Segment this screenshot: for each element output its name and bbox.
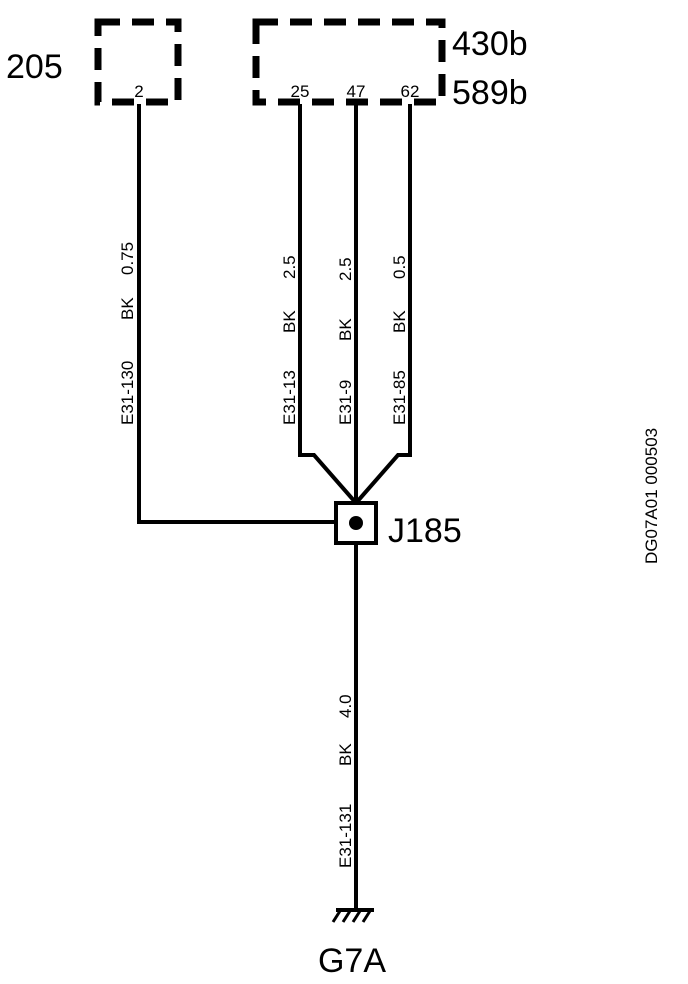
component-205-label: 205 xyxy=(6,48,63,86)
wire-label-e31-9: E31-9 BK 2.5 xyxy=(336,257,355,425)
svg-text:BK: BK xyxy=(118,297,137,320)
svg-text:DG07A01 000503: DG07A01 000503 xyxy=(642,428,661,564)
svg-text:E31-131: E31-131 xyxy=(336,804,355,868)
wire-e31-130[interactable] xyxy=(137,104,336,524)
wire-e31-13[interactable] xyxy=(298,104,358,505)
svg-text:0.75: 0.75 xyxy=(118,242,137,275)
component-430b-pin-47: 47 xyxy=(347,82,366,101)
component-589b-label: 589b xyxy=(452,74,528,112)
component-430b-label: 430b xyxy=(452,25,528,63)
component-430b-pin-62: 62 xyxy=(401,82,420,101)
component-205-pin: 2 xyxy=(134,82,143,101)
svg-text:E31-130: E31-130 xyxy=(118,361,137,425)
svg-text:0.5: 0.5 xyxy=(390,255,409,279)
svg-text:BK: BK xyxy=(390,310,409,333)
svg-text:BK: BK xyxy=(336,318,355,341)
component-430b-pin-25: 25 xyxy=(291,82,310,101)
wire-e31-85[interactable] xyxy=(354,104,412,505)
figure-reference: DG07A01 000503 xyxy=(642,428,661,564)
splice-j185-label: J185 xyxy=(388,512,462,550)
svg-text:BK: BK xyxy=(336,743,355,766)
wire-label-e31-131: E31-131 BK 4.0 xyxy=(336,694,355,868)
svg-text:E31-85: E31-85 xyxy=(390,370,409,425)
svg-text:2.5: 2.5 xyxy=(280,255,299,279)
svg-text:4.0: 4.0 xyxy=(336,694,355,718)
ground-icon xyxy=(331,908,374,923)
component-205-box[interactable] xyxy=(94,18,182,106)
svg-text:2.5: 2.5 xyxy=(336,257,355,281)
wire-label-e31-13: E31-13 BK 2.5 xyxy=(280,255,299,425)
svg-text:E31-13: E31-13 xyxy=(280,370,299,425)
svg-text:E31-9: E31-9 xyxy=(336,380,355,425)
wire-label-e31-85: E31-85 BK 0.5 xyxy=(390,255,409,425)
wire-label-e31-130: E31-130 BK 0.75 xyxy=(118,242,137,425)
splice-dot xyxy=(349,516,363,530)
component-430b-box[interactable] xyxy=(252,18,446,106)
svg-text:BK: BK xyxy=(280,310,299,333)
ground-g7a-label: G7A xyxy=(318,942,386,980)
